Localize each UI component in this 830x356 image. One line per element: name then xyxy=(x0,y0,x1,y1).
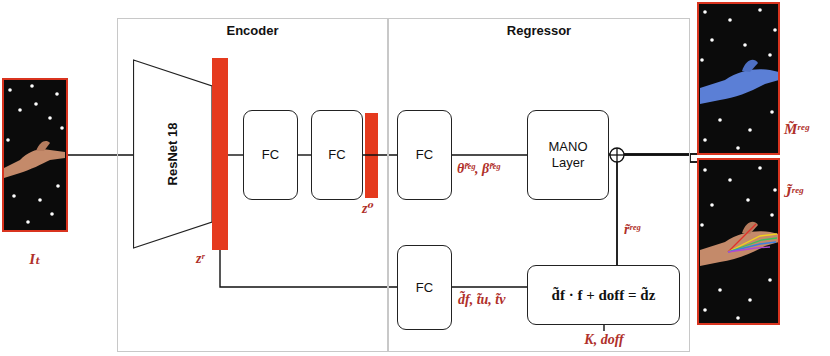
connector xyxy=(617,154,697,265)
image-label: M̃ʳᵉᵍ xyxy=(784,120,809,138)
formula: d̃f · f + doff = d̃z xyxy=(548,286,660,304)
connector xyxy=(452,286,527,287)
latent-bar xyxy=(212,58,228,250)
connector xyxy=(220,250,397,287)
fc-layer: FC xyxy=(243,110,298,200)
trapezoid-outline xyxy=(133,58,228,250)
image-label: J̃ʳᵉᵍ xyxy=(784,183,803,201)
block-name: ResNet 18 xyxy=(165,123,181,186)
connector xyxy=(452,154,527,155)
regressor-panel: RegressorFCMANO LayerFCd̃f · f + doff = … xyxy=(388,18,690,352)
input-photo xyxy=(2,78,68,232)
layer-name: MANO Layer xyxy=(528,139,608,170)
latent-name: z⁰ xyxy=(362,201,374,218)
layer-name: FC xyxy=(412,280,437,296)
resnet-block: ResNet 18 xyxy=(133,58,228,250)
latent-name: zʳ xyxy=(196,251,204,268)
encoder-shape xyxy=(134,60,213,248)
joints-output-image: J̃ʳᵉᵍ xyxy=(697,158,780,325)
encoder-panel: EncoderResNet 18 FC FC xyxy=(117,18,388,352)
layer-name: FC xyxy=(324,147,349,163)
layer-name: FC xyxy=(258,147,283,163)
fc-layer: FC xyxy=(311,110,363,200)
depth-formula: d̃f · f + doff = d̃z xyxy=(527,265,680,325)
parameter-label: θ̃ʳᵉᵍ, β̃ʳᵉᵍ xyxy=(457,161,500,178)
connector xyxy=(298,154,311,155)
sum-symbol xyxy=(610,148,624,162)
fc-layer: FC xyxy=(397,110,452,200)
input-leader xyxy=(603,325,604,331)
connector xyxy=(363,154,397,155)
panel-title: Encoder xyxy=(118,23,387,39)
parameter-label: d̃f, t̃u, t̃v xyxy=(458,292,505,309)
mesh-photo xyxy=(697,2,780,155)
fc-layer: FC xyxy=(397,245,452,330)
connector xyxy=(617,155,697,265)
input-image: Iₜ xyxy=(2,78,68,232)
connector xyxy=(228,154,243,155)
layer-name: FC xyxy=(412,147,437,163)
parameter-label: r̃ʳᵉᵍ xyxy=(624,222,640,239)
panel-title: Regressor xyxy=(389,23,689,39)
mano-layer: MANO Layer xyxy=(527,110,609,200)
image-label: Iₜ xyxy=(0,250,76,268)
input-label: K, doff xyxy=(584,332,623,349)
connector xyxy=(68,154,133,155)
joints-photo xyxy=(697,158,780,325)
mesh-output-image: M̃ʳᵉᵍ xyxy=(697,2,780,155)
